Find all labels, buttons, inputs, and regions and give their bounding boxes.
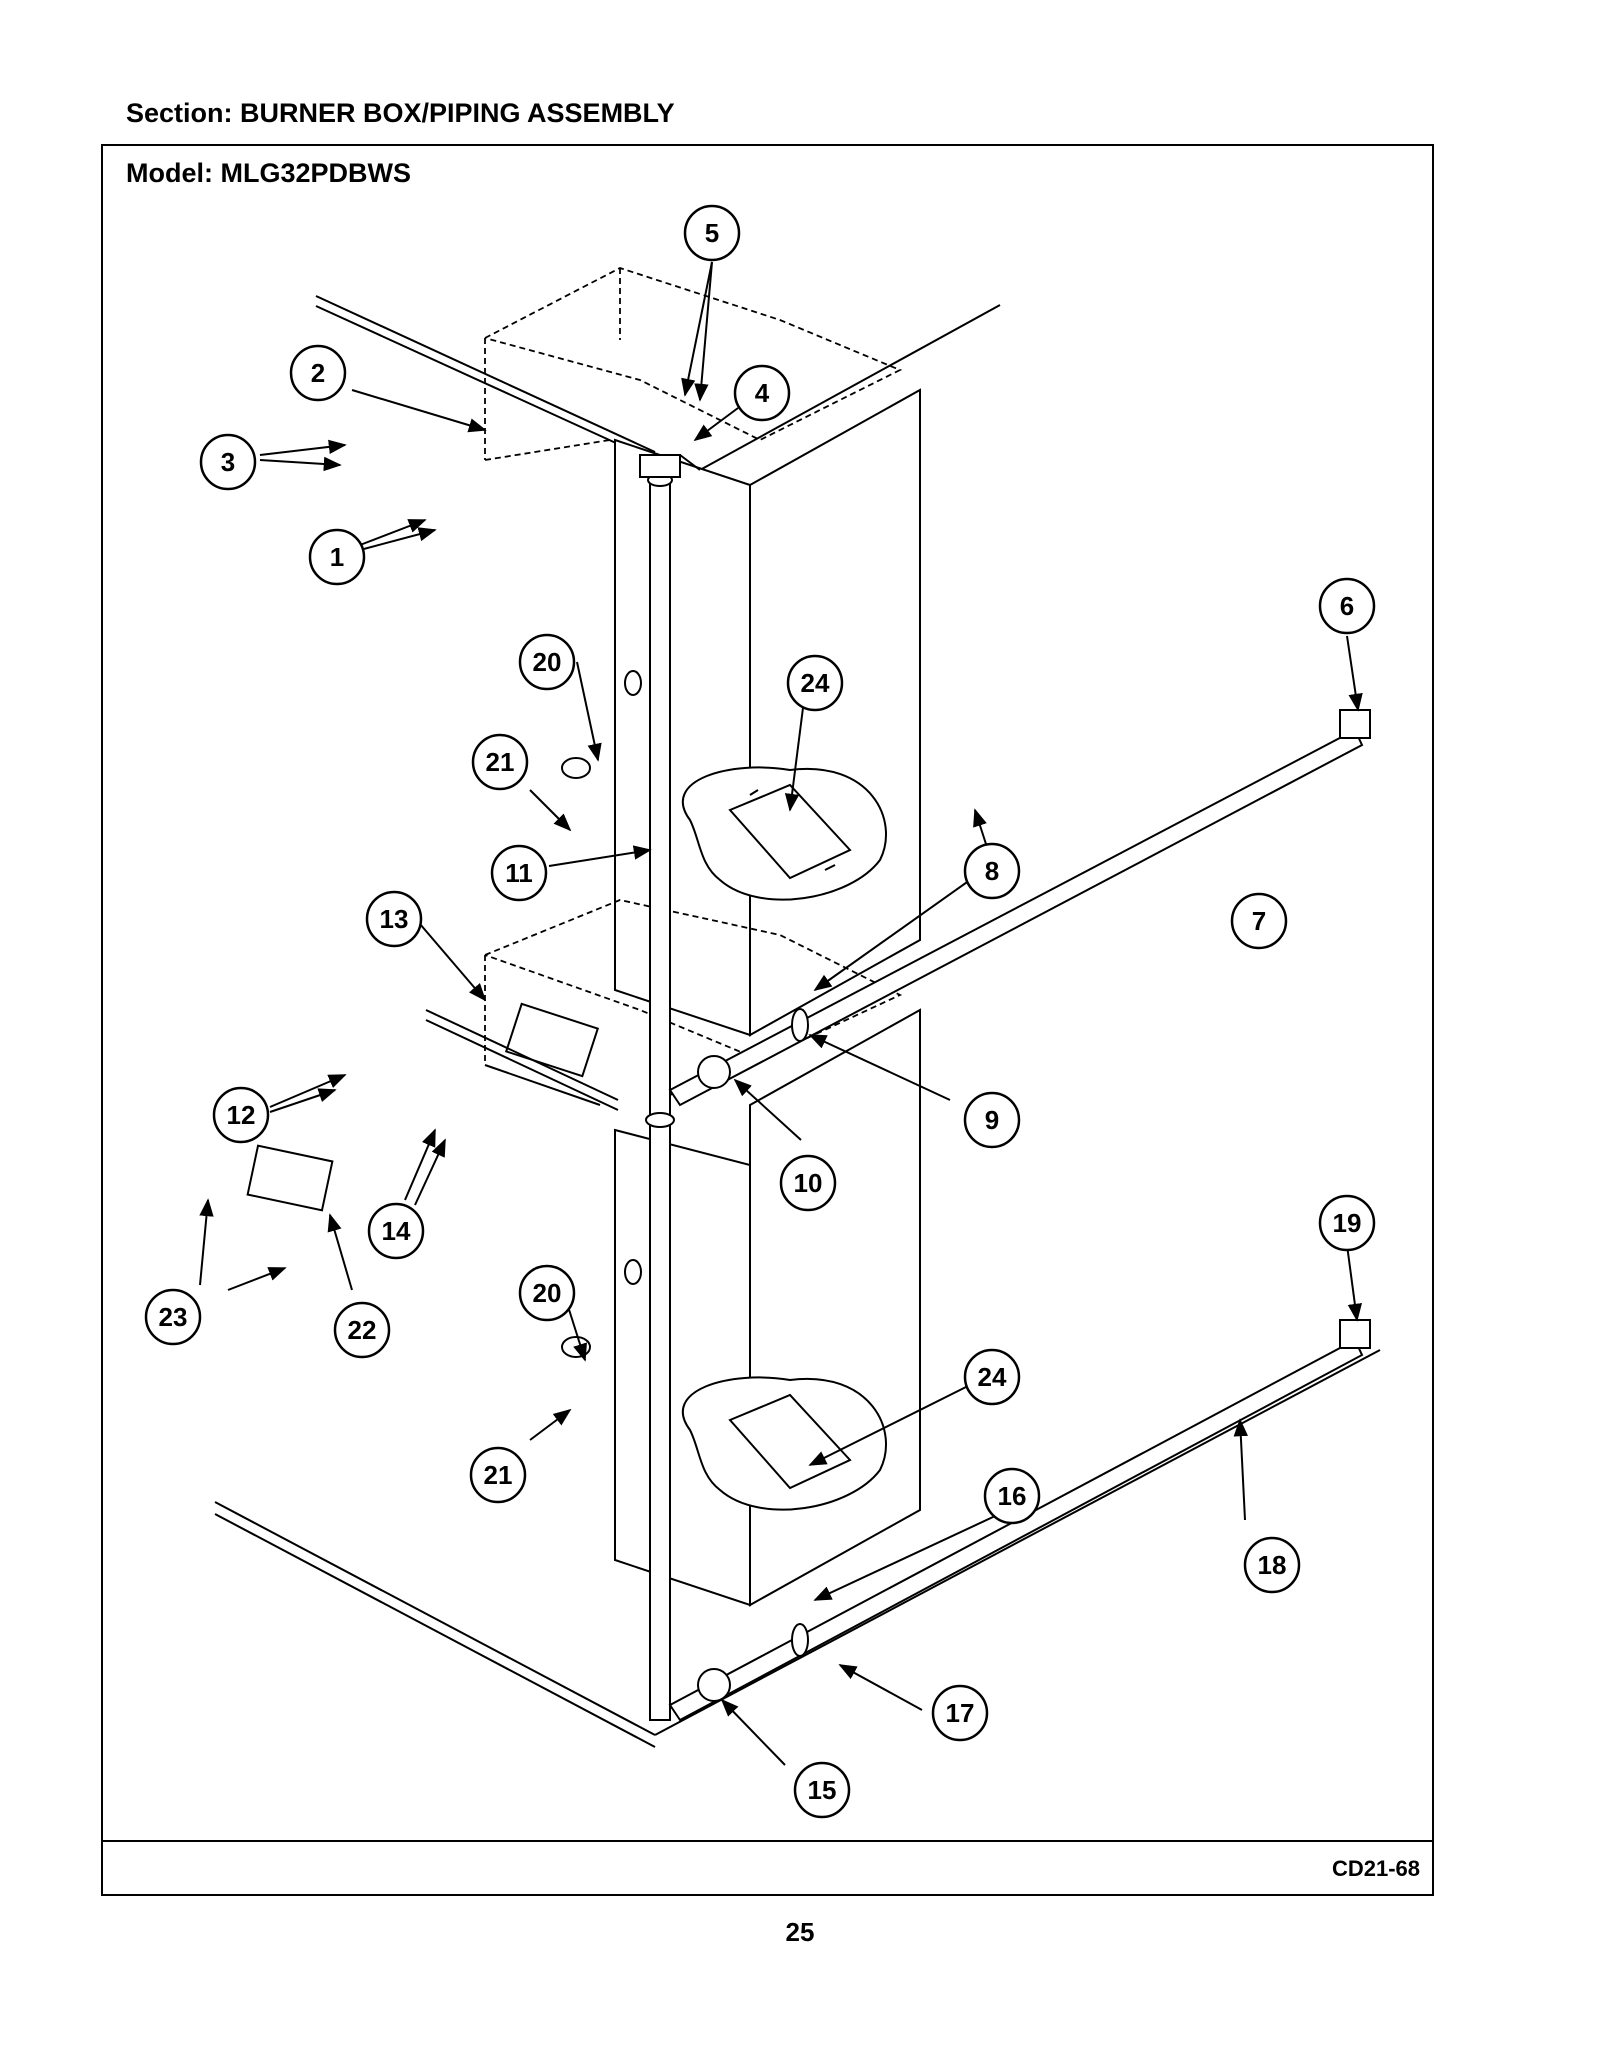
callout-4: 4 [755,378,770,408]
callout-10: 10 [794,1168,823,1198]
callout-circle-4 [733,364,791,422]
section-title: Section: BURNER BOX/PIPING ASSEMBLY [126,98,675,128]
upper-burner-plate [681,766,887,901]
vertical-gas-pipe [639,454,681,1721]
callout-12: 12 [227,1100,256,1130]
callout-16: 16 [998,1481,1027,1511]
callout-9: 9 [985,1105,999,1135]
callout-11: 11 [505,858,533,888]
callout-5: 5 [705,218,719,248]
callout-circle-16 [983,1467,1041,1525]
lower-burner-box [484,899,903,1065]
callout-1: 1 [330,542,344,572]
callout-24b: 24 [978,1362,1007,1392]
callout-21a: 21 [486,747,515,777]
page-number: 25 [785,1917,815,1947]
callout-circle-8 [963,842,1021,900]
callout-circle-20b [518,1264,576,1322]
callout-circle-23 [144,1288,202,1346]
callout-circle-19 [1318,1194,1376,1252]
callout-17: 17 [946,1698,975,1728]
diagram-code: CD21-68 [1331,1856,1420,1881]
callout-7: 7 [1252,906,1266,936]
callout-19: 19 [1333,1208,1362,1238]
callout-circle-22 [333,1301,391,1359]
callout-numbers: 2 3 1 5 4 6 20 24 21 11 8 7 13 9 12 10 1… [159,218,1362,1805]
callout-23: 23 [159,1302,188,1332]
callout-18: 18 [1258,1550,1287,1580]
callout-20b: 20 [533,1278,562,1308]
callout-circle-2 [289,344,347,402]
callout-6: 6 [1340,591,1354,621]
callout-15: 15 [808,1775,837,1805]
model-title: Model: MLG32PDBWS [126,158,412,188]
cabinet-outline [214,295,1381,1748]
callout-circle-9 [963,1091,1021,1149]
callout-circle-14 [367,1202,425,1260]
callout-8: 8 [985,856,999,886]
callout-20a: 20 [533,647,562,677]
upper-manifold-pipe [668,709,1371,1107]
callout-circle-21b [469,1446,527,1504]
footer-divider [101,1840,1434,1842]
callout-circle-17 [931,1684,989,1742]
callout-3: 3 [221,447,235,477]
callout-circle-6 [1318,577,1376,635]
diagram-frame [101,144,1434,1896]
upper-burner-box [484,267,903,461]
callout-14: 14 [382,1216,411,1246]
callout-circle-3 [199,433,257,491]
callout-24a: 24 [801,668,830,698]
callout-circle-11 [490,844,548,902]
callout-circle-15 [793,1761,851,1819]
callout-13: 13 [380,904,409,934]
callout-circle-20a [518,633,576,691]
callout-22: 22 [348,1315,377,1345]
callout-circle-12 [212,1086,270,1144]
callout-circle-24b [963,1348,1021,1406]
callout-circle-18 [1243,1536,1301,1594]
callout-circle-13 [365,890,423,948]
callout-21b: 21 [484,1460,513,1490]
lower-manifold-pipe [668,1319,1371,1722]
callout-circles [144,204,1376,1819]
callout-2: 2 [311,358,325,388]
callout-circle-21a [471,733,529,791]
exploded-parts-diagram: 2 3 1 5 4 6 20 24 21 11 8 7 13 9 12 10 1… [144,204,1381,1819]
callout-circle-7 [1230,892,1288,950]
callout-circle-10 [779,1154,837,1212]
callout-circle-5 [683,204,741,262]
callout-circle-1 [308,528,366,586]
callout-circle-24a [786,654,844,712]
